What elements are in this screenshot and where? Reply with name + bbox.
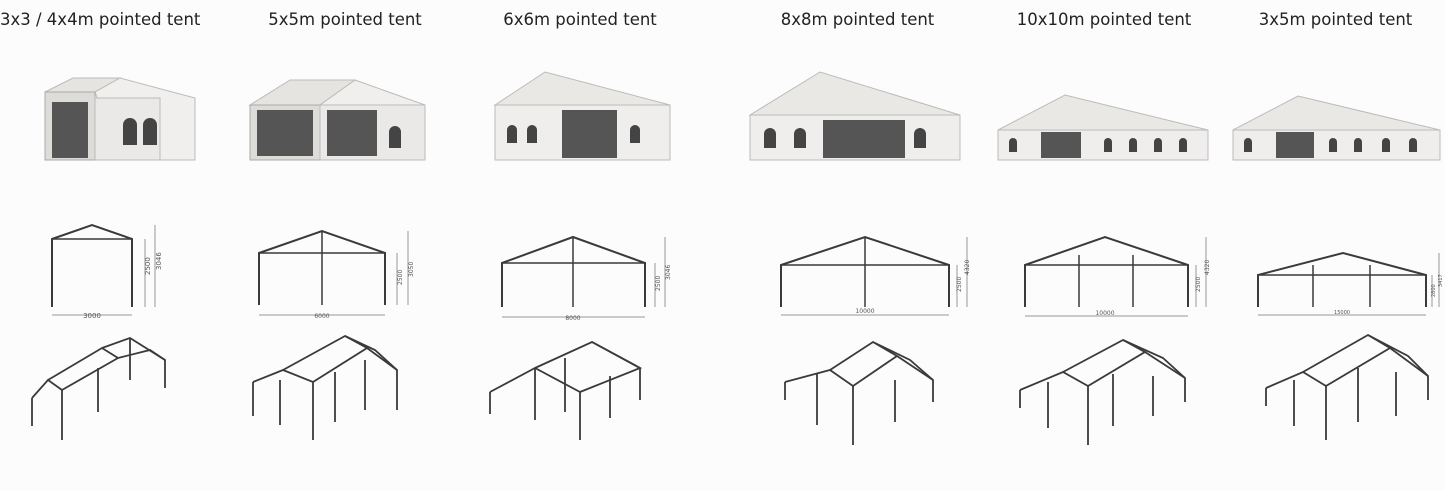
frame-elevation-drawing: 3000 2500 3046 [51, 223, 163, 320]
tent-title: 3x3 / 4x4m pointed tent [0, 10, 201, 29]
tent-render-image [748, 71, 961, 161]
frame-width-dimension: 15000 [1334, 310, 1350, 316]
frame-elevation-drawing: 10000 2500 4320 [1024, 235, 1211, 317]
tent-column-5: 10x10m pointed tent 10000 2500 4320 [993, 0, 1215, 490]
frame-width-dimension: 10000 [855, 308, 874, 315]
frame-eave-height-dimension: 2500 [655, 276, 662, 291]
tent-title: 8x8m pointed tent [780, 10, 935, 29]
tent-render-image [493, 71, 671, 161]
tent-column-4: 8x8m pointed tent 10000 2500 4320 [745, 0, 971, 490]
tent-column-6: 3x5m pointed tent 15000 2800 3417 [1228, 0, 1444, 490]
frame-isometric-drawing [784, 340, 934, 445]
frame-elevation-drawing: 15000 2800 3417 [1257, 251, 1444, 316]
frame-ridge-height-dimension: 4320 [1204, 260, 1211, 275]
tent-title: 6x6m pointed tent [503, 10, 657, 29]
tent-render-image [1232, 95, 1441, 161]
tent-render-image [44, 77, 196, 161]
frame-eave-height-dimension: 2500 [956, 277, 963, 292]
frame-ridge-height-dimension: 4320 [964, 260, 971, 275]
tent-title: 10x10m pointed tent [1016, 10, 1192, 29]
frame-elevation-drawing: 10000 2500 4320 [780, 235, 971, 316]
frame-isometric-drawing [252, 334, 398, 440]
frame-eave-height-dimension: 2500 [397, 270, 404, 285]
frame-isometric-drawing [489, 340, 643, 440]
frame-ridge-height-dimension: 3050 [408, 262, 415, 277]
frame-width-dimension: 3000 [83, 312, 101, 320]
frame-ridge-height-dimension: 3417 [1438, 274, 1444, 287]
tent-render-image [997, 94, 1209, 161]
frame-eave-height-dimension: 2800 [1431, 284, 1437, 297]
frame-isometric-drawing [31, 337, 166, 440]
tent-title: 3x5m pointed tent [1258, 10, 1413, 29]
frame-isometric-drawing [1265, 333, 1429, 440]
frame-eave-height-dimension: 2500 [144, 257, 152, 275]
frame-width-dimension: 6000 [314, 313, 329, 320]
tent-column-1: 3x3 / 4x4m pointed tent 3000 2500 3046 [0, 0, 201, 490]
frame-elevation-drawing: 8000 2500 3046 [501, 235, 672, 322]
frame-ridge-height-dimension: 3046 [665, 265, 672, 280]
frame-elevation-drawing: 6000 2500 3050 [258, 229, 415, 320]
tent-column-2: 5x5m pointed tent 6000 2500 3050 [245, 0, 445, 490]
tent-title: 5x5m pointed tent [268, 10, 422, 29]
frame-width-dimension: 8000 [565, 315, 580, 322]
frame-width-dimension: 10000 [1095, 310, 1114, 317]
tent-column-3: 6x6m pointed tent 8000 2500 3046 [480, 0, 680, 490]
frame-eave-height-dimension: 2500 [1195, 277, 1202, 292]
frame-isometric-drawing [1019, 338, 1186, 445]
frame-ridge-height-dimension: 3046 [155, 252, 163, 270]
tent-render-image [248, 79, 426, 161]
